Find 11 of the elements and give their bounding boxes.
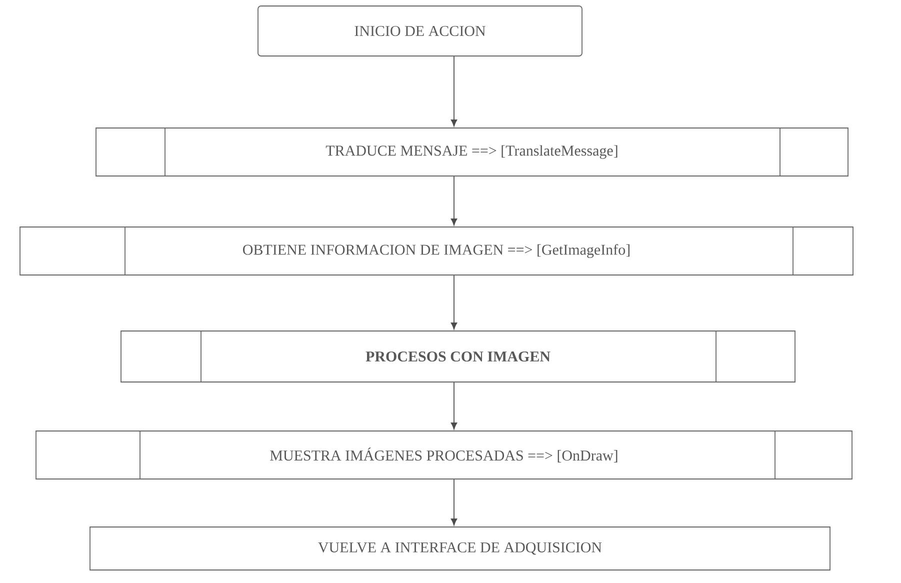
predefined-process-box: PROCESOS CON IMAGEN (120, 330, 796, 382)
process-box: VUELVE A INTERFACE DE ADQUISICION (90, 526, 830, 570)
start-box: INICIO DE ACCION (258, 6, 582, 56)
predefined-process-box: TRADUCE MENSAJE ==> [TranslateMessage] (96, 128, 848, 176)
arrow (450, 56, 458, 126)
arrow (450, 275, 458, 330)
arrow (450, 479, 458, 526)
arrow (450, 176, 458, 226)
predefined-process-box: OBTIENE INFORMACION DE IMAGEN ==> [GetImageInfo] (20, 226, 854, 276)
arrow (450, 382, 458, 430)
predefined-process-box: MUESTRA IMÁGENES PROCESADAS ==> [OnDraw] (36, 430, 852, 480)
